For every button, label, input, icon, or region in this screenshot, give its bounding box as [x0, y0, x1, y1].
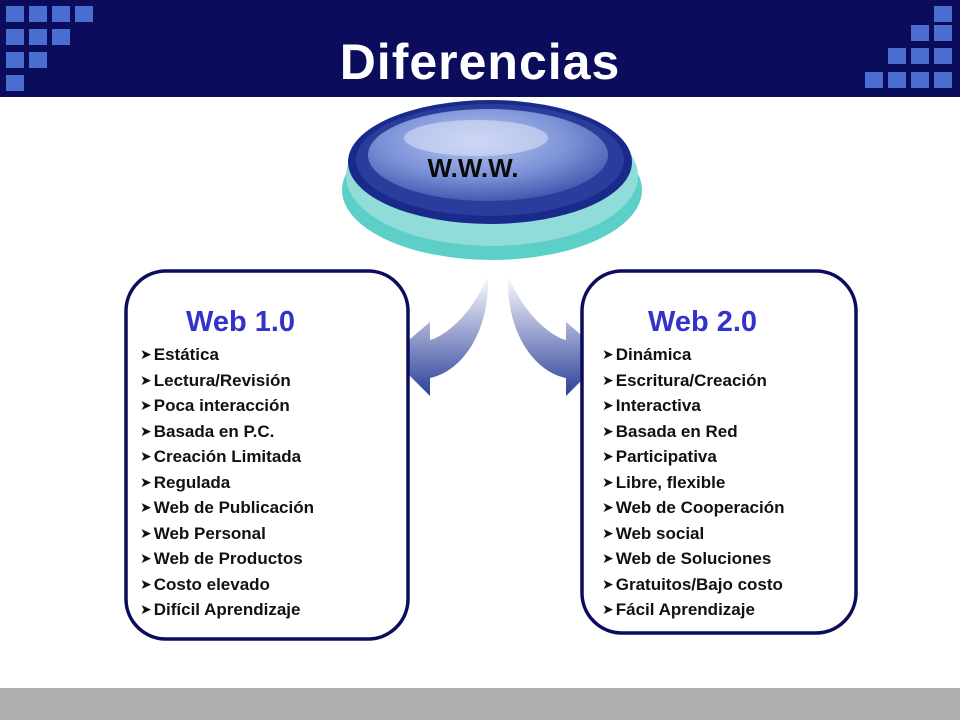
list-item: ➤Web de Soluciones: [602, 546, 785, 572]
list-item: ➤Gratuitos/Bajo costo: [602, 572, 785, 598]
arrowhead-bullet-icon: ➤: [140, 499, 152, 515]
oval-button-icon: [342, 100, 642, 260]
list-item-label: Web Personal: [153, 523, 266, 543]
list-item-label: Fácil Aprendizaje: [615, 600, 755, 619]
arrowhead-bullet-icon: ➤: [140, 550, 152, 566]
arrowhead-bullet-icon: ➤: [602, 346, 614, 362]
arrowhead-bullet-icon: ➤: [140, 397, 152, 413]
list-item: ➤Estática: [140, 342, 314, 368]
list-item-label: Web de Productos: [153, 549, 303, 568]
web10-title: Web 1.0: [186, 306, 296, 338]
list-item: ➤Escritura/Creación: [602, 368, 785, 394]
list-item: ➤Libre, flexible: [602, 470, 785, 496]
arrowhead-bullet-icon: ➤: [140, 448, 152, 464]
arrowhead-bullet-icon: ➤: [140, 473, 152, 490]
header-bar: [0, 0, 960, 97]
list-item-label: Basada en Red: [615, 421, 738, 441]
list-item: ➤Web Personal: [140, 521, 314, 547]
list-item: ➤Costo elevado: [140, 572, 314, 598]
list-item: ➤Basada en Red: [602, 419, 785, 445]
arrowhead-bullet-icon: ➤: [602, 575, 614, 592]
list-item-label: Estática: [153, 345, 219, 364]
list-item-label: Participativa: [615, 447, 717, 466]
arrowhead-bullet-icon: ➤: [602, 397, 614, 413]
list-item-label: Web social: [615, 523, 705, 543]
list-item-label: Web de Cooperación: [615, 498, 785, 517]
footer-bar: [0, 688, 960, 720]
list-item-label: Libre, flexible: [615, 472, 726, 492]
arrowhead-bullet-icon: ➤: [140, 422, 152, 439]
list-item: ➤Regulada: [140, 470, 314, 496]
list-item-label: Regulada: [153, 472, 231, 492]
arrowhead-bullet-icon: ➤: [602, 422, 614, 439]
list-item: ➤Poca interacción: [140, 393, 314, 419]
decorative-squares: [0, 0, 960, 97]
list-item: ➤Web de Cooperación: [602, 495, 785, 521]
arrowhead-bullet-icon: ➤: [140, 601, 152, 617]
web10-panel: [124, 269, 410, 641]
list-item: ➤Lectura/Revisión: [140, 368, 314, 394]
list-item-label: Poca interacción: [153, 396, 290, 415]
web20-title: Web 2.0: [648, 306, 758, 338]
curved-arrow-icon: [390, 275, 489, 396]
www-label: W.W.W.: [427, 153, 519, 183]
arrowhead-bullet-icon: ➤: [140, 371, 152, 388]
arrowhead-bullet-icon: ➤: [602, 524, 614, 541]
arrowhead-bullet-icon: ➤: [602, 448, 614, 464]
slide-title: Diferencias: [339, 34, 621, 90]
arrowhead-bullet-icon: ➤: [602, 550, 614, 566]
list-item: ➤Web social: [602, 521, 785, 547]
list-item-label: Basada en P.C.: [153, 421, 275, 441]
list-item-label: Creación Limitada: [153, 447, 302, 466]
web20-list: ➤Dinámica➤Escritura/Creación➤Interactiva…: [602, 342, 785, 623]
list-item: ➤Web de Publicación: [140, 495, 314, 521]
web20-panel: [580, 269, 858, 635]
list-item-label: Web de Publicación: [153, 498, 315, 517]
arrowhead-bullet-icon: ➤: [602, 473, 614, 490]
list-item: ➤Dinámica: [602, 342, 785, 368]
list-item-label: Interactiva: [615, 396, 701, 415]
arrowhead-bullet-icon: ➤: [602, 601, 614, 617]
list-item-label: Difícil Aprendizaje: [153, 600, 301, 619]
list-item: ➤Creación Limitada: [140, 444, 314, 470]
list-item-label: Web de Soluciones: [615, 549, 772, 568]
arrowhead-bullet-icon: ➤: [140, 575, 152, 592]
arrowhead-bullet-icon: ➤: [602, 499, 614, 515]
web10-list: ➤Estática➤Lectura/Revisión➤Poca interacc…: [140, 342, 314, 623]
arrowhead-bullet-icon: ➤: [140, 524, 152, 541]
list-item-label: Gratuitos/Bajo costo: [615, 574, 783, 594]
list-item-label: Costo elevado: [153, 574, 270, 594]
arrowhead-bullet-icon: ➤: [602, 371, 614, 388]
list-item-label: Dinámica: [615, 345, 692, 364]
list-item: ➤Interactiva: [602, 393, 785, 419]
list-item: ➤Participativa: [602, 444, 785, 470]
list-item-label: Lectura/Revisión: [153, 370, 291, 390]
list-item-label: Escritura/Creación: [615, 370, 767, 390]
list-item: ➤Basada en P.C.: [140, 419, 314, 445]
list-item: ➤Web de Productos: [140, 546, 314, 572]
list-item: ➤Difícil Aprendizaje: [140, 597, 314, 623]
arrowhead-bullet-icon: ➤: [140, 346, 152, 362]
list-item: ➤Fácil Aprendizaje: [602, 597, 785, 623]
